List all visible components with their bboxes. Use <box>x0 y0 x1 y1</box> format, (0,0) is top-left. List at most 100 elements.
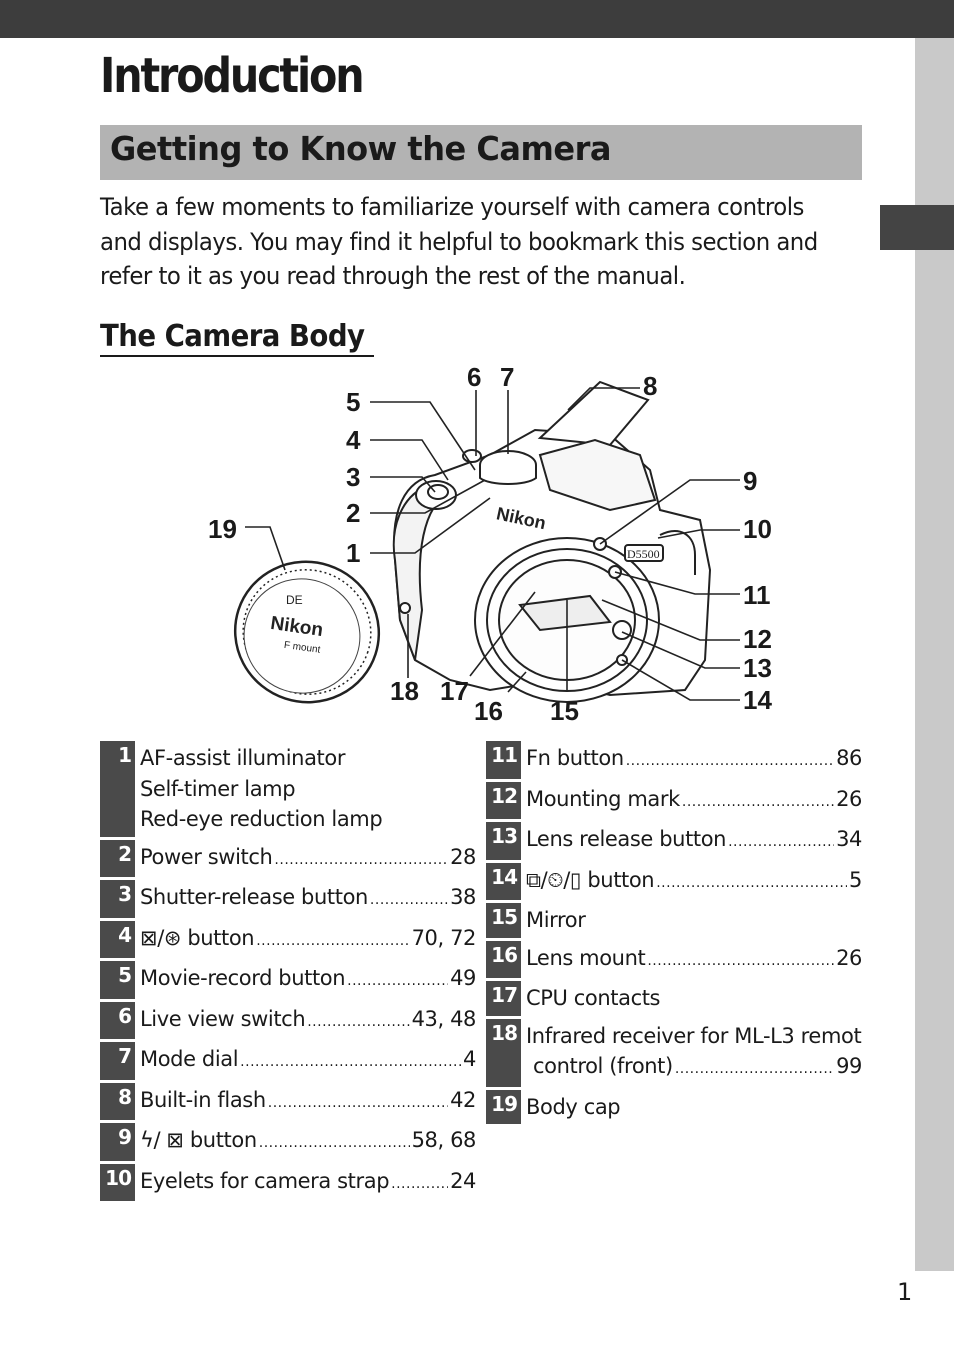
part-name: AF-assist illuminator <box>140 746 346 770</box>
callout-18: 18 <box>390 676 419 706</box>
top-header-bar <box>0 0 954 38</box>
part-number-badge: 9 <box>100 1123 135 1161</box>
page-reference: 5 <box>849 867 862 892</box>
part-name: control (front) <box>533 1054 673 1078</box>
page-reference: 49 <box>450 966 476 990</box>
part-description-line: Lens mount26 <box>526 943 862 977</box>
part-description-line: CPU contacts <box>526 983 862 1014</box>
part-number-badge: 19 <box>486 1089 521 1124</box>
callout-17: 17 <box>440 676 469 706</box>
part-number-badge: 2 <box>100 839 135 877</box>
part-name: ⊠/⊛ button <box>140 925 255 950</box>
page-reference: 43, 48 <box>411 1006 476 1031</box>
dot-leader <box>656 868 847 899</box>
part-name: Built-in flash <box>140 1087 266 1112</box>
part-name: ⧉/⏲/▯ button <box>526 867 655 892</box>
part-description: ϟ/ ⊠ button58, 68 <box>135 1123 476 1161</box>
chapter-title: Introduction <box>100 48 365 104</box>
part-description-line: Movie-record button49 <box>140 963 476 997</box>
dot-leader <box>307 1007 409 1038</box>
part-description: Body cap <box>521 1090 862 1125</box>
part-description: ⊠/⊛ button 70, 72 <box>135 921 476 959</box>
page-reference: 99 <box>836 1054 862 1078</box>
part-description: Shutter-release button 38 <box>135 880 476 918</box>
part-description-line: Infrared receiver for ML-L3 remote <box>526 1021 862 1052</box>
page-reference: 38 <box>450 885 476 909</box>
callout-6: 6 <box>467 362 481 392</box>
dot-leader <box>675 1054 834 1085</box>
dot-leader <box>370 885 448 916</box>
camera-illustration <box>392 380 712 703</box>
chapter-thumb-tab <box>880 205 954 250</box>
dot-leader <box>256 926 409 957</box>
part-number-badge: 5 <box>100 961 135 999</box>
part-number-badge: 1 <box>100 741 135 837</box>
dot-leader <box>240 1047 461 1078</box>
dot-leader <box>347 966 448 997</box>
part-name: Shutter-release button <box>140 885 368 909</box>
part-number-badge: 16 <box>486 940 521 978</box>
part-description: Mode dial4 <box>135 1042 476 1080</box>
subsection-title: The Camera Body <box>100 319 365 354</box>
dot-leader <box>647 946 834 977</box>
part-name: Lens release button <box>526 827 727 851</box>
camera-body-diagram: DE Nikon F mount Nikon D5500 <box>208 362 772 726</box>
part-name: Mode dial <box>140 1047 239 1071</box>
dot-leader <box>682 787 834 818</box>
part-number-badge: 17 <box>486 981 521 1016</box>
part-number-badge: 10 <box>100 1163 135 1201</box>
part-description: Eyelets for camera strap24 <box>135 1164 476 1202</box>
page-reference: 42 <box>450 1087 476 1112</box>
part-description-line: Fn button86 <box>526 743 862 777</box>
part-description-line: Eyelets for camera strap24 <box>140 1166 476 1200</box>
callout-13: 13 <box>743 653 772 683</box>
page-reference: 70, 72 <box>411 925 476 950</box>
dot-leader <box>728 827 834 858</box>
callout-5: 5 <box>346 387 360 417</box>
part-description-line: Shutter-release button 38 <box>140 882 476 916</box>
callout-10: 10 <box>743 514 772 544</box>
part-name: Mounting mark <box>526 786 680 811</box>
part-description: Fn button86 <box>521 741 862 779</box>
page-reference: 24 <box>450 1168 476 1193</box>
part-description: Built-in flash 42 <box>135 1083 476 1121</box>
callout-3: 3 <box>346 462 360 492</box>
part-description-line: Power switch28 <box>140 842 476 876</box>
part-description-line: AF-assist illuminator <box>140 743 476 774</box>
callout-2: 2 <box>346 498 360 528</box>
subsection-underline <box>100 355 374 357</box>
part-number-badge: 18 <box>486 1018 521 1087</box>
part-description-line: Mounting mark 26 <box>526 784 862 818</box>
part-name: Red-eye reduction lamp <box>140 807 383 831</box>
part-description: ⧉/⏲/▯ button 5 <box>521 863 862 901</box>
page-number: 1 <box>897 1278 913 1306</box>
part-description-line: Live view switch 43, 48 <box>140 1004 476 1038</box>
part-name: Lens mount <box>526 945 646 970</box>
dot-leader <box>268 1088 448 1119</box>
part-description-line: Self-timer lamp <box>140 774 476 805</box>
part-description: Power switch28 <box>135 840 476 878</box>
part-name: Live view switch <box>140 1006 306 1031</box>
page-reference: 34 <box>836 827 862 851</box>
page-reference: 26 <box>836 786 862 811</box>
part-number-badge: 15 <box>486 903 521 938</box>
part-description-line: ⧉/⏲/▯ button 5 <box>526 865 862 899</box>
body-cap-mark: DE <box>286 593 303 607</box>
dot-leader <box>626 746 834 777</box>
part-number-badge: 13 <box>486 822 521 860</box>
